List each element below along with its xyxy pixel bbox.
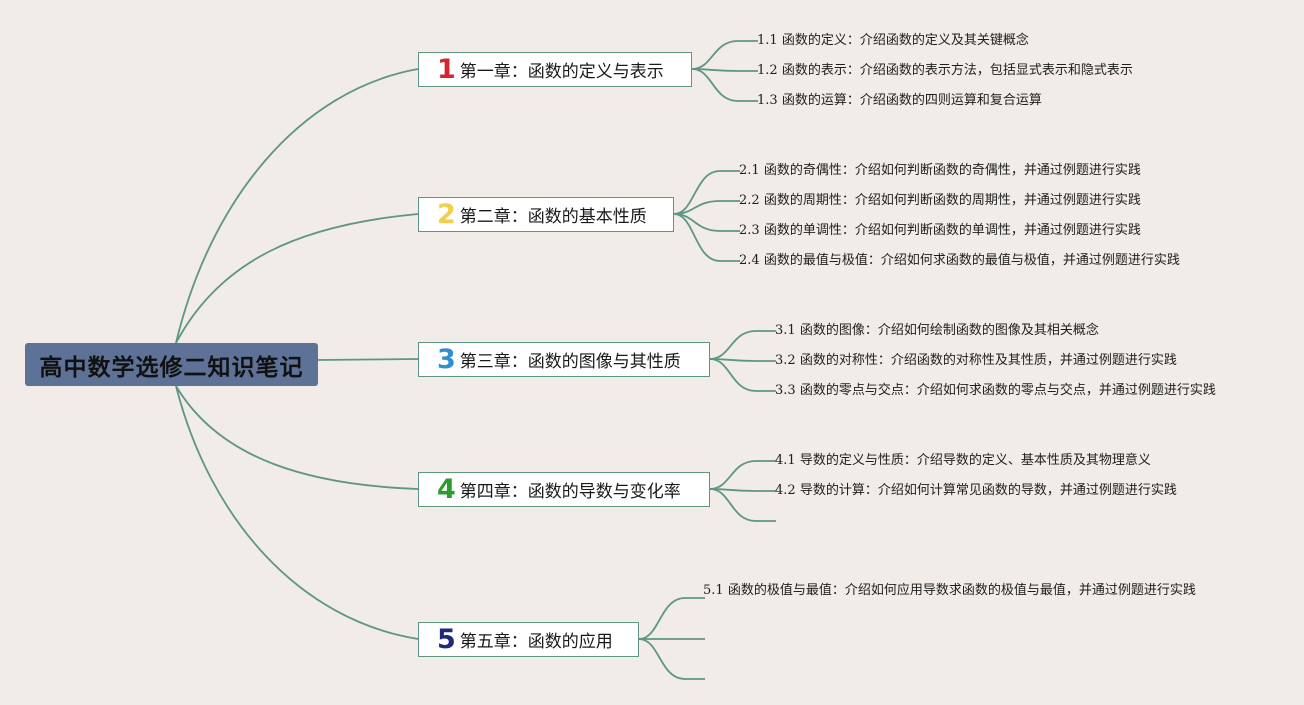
root-title: 高中数学选修二知识笔记 xyxy=(39,354,304,381)
chapter-4-node[interactable]: 4 第四章：函数的导数与变化率 xyxy=(418,472,710,507)
item-3-1-text: 函数的图像：介绍如何绘制函数的图像及其相关概念 xyxy=(799,323,1099,338)
item-2-1-number: 2.1 xyxy=(739,163,760,178)
item-2-3-number: 2.3 xyxy=(739,223,760,238)
connector-root-ch2 xyxy=(175,213,419,344)
item-1-3-text: 函数的运算：介绍函数的四则运算和复合运算 xyxy=(781,93,1042,108)
ch1-branch-3 xyxy=(691,68,739,102)
connector-root-ch1 xyxy=(175,68,419,344)
root-node[interactable]: 高中数学选修二知识笔记 xyxy=(25,343,318,386)
ch5-branch-3 xyxy=(638,638,686,680)
ch3-branch-3 xyxy=(709,358,757,392)
item-3-2-number: 3.2 xyxy=(775,353,796,368)
chapter-1-node[interactable]: 1 第一章：函数的定义与表示 xyxy=(418,52,692,87)
item-2-4-text: 函数的最值与极值：介绍如何求函数的最值与极值，并通过例题进行实践 xyxy=(763,253,1180,268)
item-2-2-number: 2.2 xyxy=(739,193,760,208)
ch1-branch-1 xyxy=(691,40,739,70)
item-5-1-number: 5.1 xyxy=(703,583,724,598)
item-2-4[interactable]: 2.4 函数的最值与极值：介绍如何求函数的最值与极值，并通过例题进行实践 xyxy=(739,251,1180,271)
ch3-branch-1 xyxy=(709,330,757,360)
item-3-1[interactable]: 3.1 函数的图像：介绍如何绘制函数的图像及其相关概念 xyxy=(775,321,1099,341)
chapter-3-title: 第三章：函数的图像与其性质 xyxy=(459,352,681,372)
chapter-3-number: 3 xyxy=(437,344,456,375)
connector-root-ch3 xyxy=(317,358,419,361)
item-3-3-number: 3.3 xyxy=(775,383,796,398)
chapter-2-node[interactable]: 2 第二章：函数的基本性质 xyxy=(418,197,674,232)
item-2-1[interactable]: 2.1 函数的奇偶性：介绍如何判断函数的奇偶性，并通过例题进行实践 xyxy=(739,161,1141,181)
item-2-2[interactable]: 2.2 函数的周期性：介绍如何判断函数的周期性，并通过例题进行实践 xyxy=(739,191,1141,211)
item-5-1[interactable]: 5.1 函数的极值与最值：介绍如何应用导数求函数的极值与最值，并通过例题进行实践 xyxy=(703,581,1203,601)
item-3-3-text: 函数的零点与交点：介绍如何求函数的零点与交点，并通过例题进行实践 xyxy=(799,383,1216,398)
connector-root-ch5 xyxy=(175,385,419,640)
item-1-1-number: 1.1 xyxy=(757,33,778,48)
item-4-2[interactable]: 4.2 导数的计算：介绍如何计算常见函数的导数，并通过例题进行实践 xyxy=(775,481,1177,501)
item-4-1[interactable]: 4.1 导数的定义与性质：介绍导数的定义、基本性质及其物理意义 xyxy=(775,451,1151,471)
item-3-2[interactable]: 3.2 函数的对称性：介绍函数的对称性及其性质，并通过例题进行实践 xyxy=(775,351,1177,371)
item-1-1-text: 函数的定义：介绍函数的定义及其关键概念 xyxy=(781,33,1029,48)
chapter-5-title: 第五章：函数的应用 xyxy=(459,632,613,652)
chapter-1-number: 1 xyxy=(437,54,456,85)
item-4-2-text: 导数的计算：介绍如何计算常见函数的导数，并通过例题进行实践 xyxy=(799,483,1177,498)
item-1-2[interactable]: 1.2 函数的表示：介绍函数的表示方法，包括显式表示和隐式表示 xyxy=(757,61,1133,81)
chapter-1-title: 第一章：函数的定义与表示 xyxy=(459,62,664,82)
chapter-5-number: 5 xyxy=(437,624,456,655)
chapter-3-node[interactable]: 3 第三章：函数的图像与其性质 xyxy=(418,342,710,377)
chapter-2-title: 第二章：函数的基本性质 xyxy=(459,207,647,227)
ch2-branch-4 xyxy=(673,213,721,262)
item-2-2-text: 函数的周期性：介绍如何判断函数的周期性，并通过例题进行实践 xyxy=(763,193,1141,208)
chapter-2-number: 2 xyxy=(437,199,456,230)
ch5-branch-1 xyxy=(638,597,686,640)
item-1-3[interactable]: 1.3 函数的运算：介绍函数的四则运算和复合运算 xyxy=(757,91,1042,111)
item-4-1-number: 4.1 xyxy=(775,453,796,468)
connector-root-ch4 xyxy=(175,385,419,490)
item-2-1-text: 函数的奇偶性：介绍如何判断函数的奇偶性，并通过例题进行实践 xyxy=(763,163,1141,178)
chapter-4-number: 4 xyxy=(437,474,456,505)
item-2-4-number: 2.4 xyxy=(739,253,760,268)
item-1-2-number: 1.2 xyxy=(757,63,778,78)
ch4-branch-1 xyxy=(709,460,757,490)
chapter-4-title: 第四章：函数的导数与变化率 xyxy=(459,482,681,502)
item-3-2-text: 函数的对称性：介绍函数的对称性及其性质，并通过例题进行实践 xyxy=(799,353,1177,368)
item-3-1-number: 3.1 xyxy=(775,323,796,338)
item-1-1[interactable]: 1.1 函数的定义：介绍函数的定义及其关键概念 xyxy=(757,31,1029,51)
item-2-3[interactable]: 2.3 函数的单调性：介绍如何判断函数的单调性，并通过例题进行实践 xyxy=(739,221,1141,241)
item-1-2-text: 函数的表示：介绍函数的表示方法，包括显式表示和隐式表示 xyxy=(781,63,1133,78)
chapter-5-node[interactable]: 5 第五章：函数的应用 xyxy=(418,622,639,657)
item-5-1-text: 函数的极值与最值：介绍如何应用导数求函数的极值与最值，并通过例题进行实践 xyxy=(727,583,1196,598)
ch4-branch-3 xyxy=(709,488,757,522)
item-3-3[interactable]: 3.3 函数的零点与交点：介绍如何求函数的零点与交点，并通过例题进行实践 xyxy=(775,381,1216,401)
item-2-3-text: 函数的单调性：介绍如何判断函数的单调性，并通过例题进行实践 xyxy=(763,223,1141,238)
item-4-1-text: 导数的定义与性质：介绍导数的定义、基本性质及其物理意义 xyxy=(799,453,1151,468)
item-1-3-number: 1.3 xyxy=(757,93,778,108)
item-4-2-number: 4.2 xyxy=(775,483,796,498)
